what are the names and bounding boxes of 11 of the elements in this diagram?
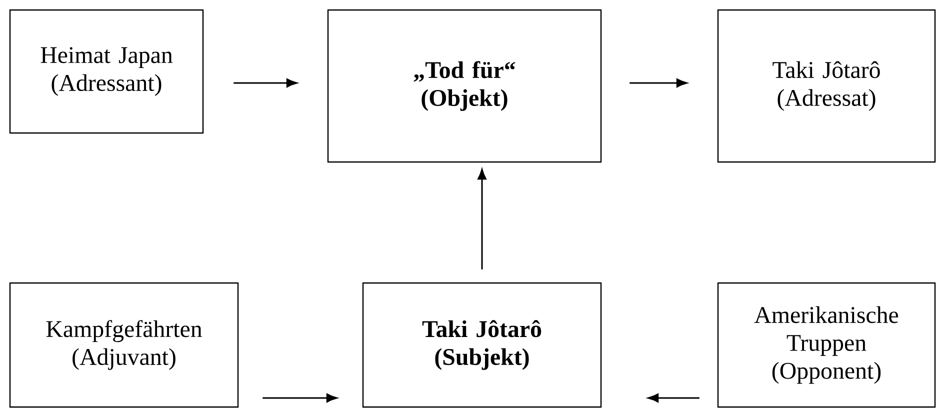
arrow: [648, 394, 700, 402]
arrow: [262, 394, 338, 402]
text-box: Taki Jôtarô (Adressat): [717, 9, 936, 163]
text-box: Heimat Japan (Adressant): [9, 9, 204, 134]
arrow: [630, 78, 688, 88]
arrow: [478, 168, 486, 270]
text-box: Kampfgefährten (Adjuvant): [9, 282, 239, 408]
arrow: [234, 78, 298, 88]
text-box: Taki Jôtarô (Subjekt): [362, 282, 602, 408]
text-box: Amerikanische Truppen (Opponent): [717, 282, 936, 408]
text-box: „Tod für“ (Objekt): [327, 9, 602, 163]
